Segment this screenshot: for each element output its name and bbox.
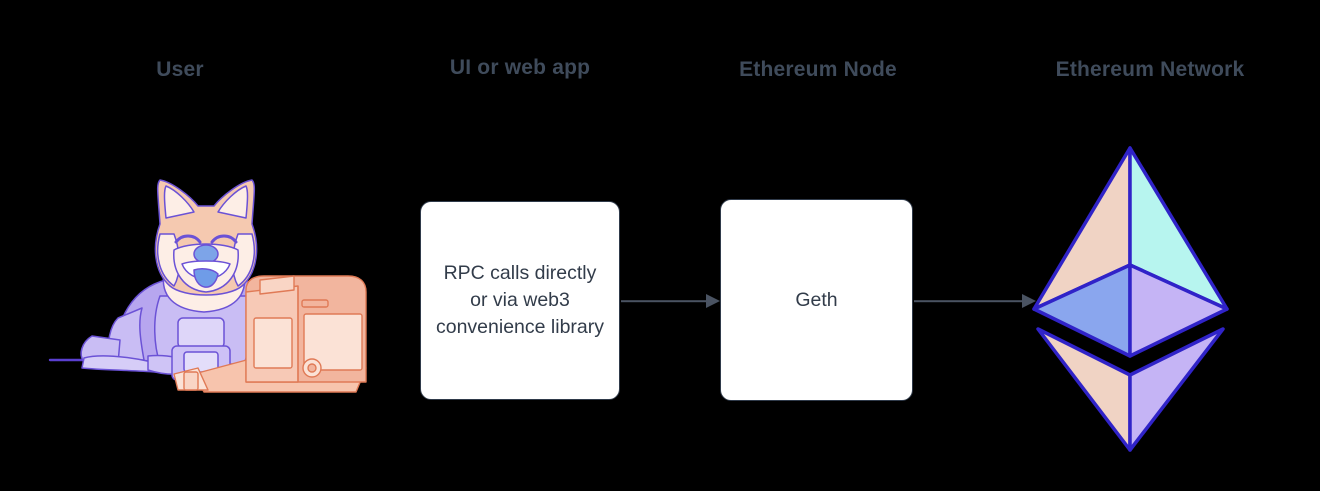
column-title-user: User bbox=[156, 58, 204, 81]
ethereum-diamond-icon bbox=[1032, 146, 1229, 452]
ethereum-network-logo bbox=[1028, 143, 1233, 455]
connector-webapp-to-node bbox=[621, 293, 720, 309]
connector-line bbox=[914, 300, 1023, 302]
connector-line bbox=[621, 300, 707, 302]
arrowhead-icon bbox=[1022, 294, 1036, 308]
process-box-rpc-calls-label: RPC calls directly or via web3 convenien… bbox=[435, 262, 604, 338]
connector-node-to-network bbox=[914, 293, 1036, 309]
process-box-geth-label: Geth bbox=[795, 288, 838, 311]
process-box-geth[interactable]: Geth bbox=[720, 199, 913, 401]
process-box-rpc-calls[interactable]: RPC calls directly or via web3 convenien… bbox=[420, 201, 620, 400]
column-title-ethereum-node: Ethereum Node bbox=[739, 58, 897, 81]
shiba-inu-at-computer-icon bbox=[48, 179, 367, 393]
column-title-ethereum-network: Ethereum Network bbox=[1055, 58, 1245, 81]
column-title-ui-or-web-app: UI or web app bbox=[449, 56, 591, 79]
user-shiba-inu-illustration bbox=[48, 168, 368, 408]
arrowhead-icon bbox=[706, 294, 720, 308]
